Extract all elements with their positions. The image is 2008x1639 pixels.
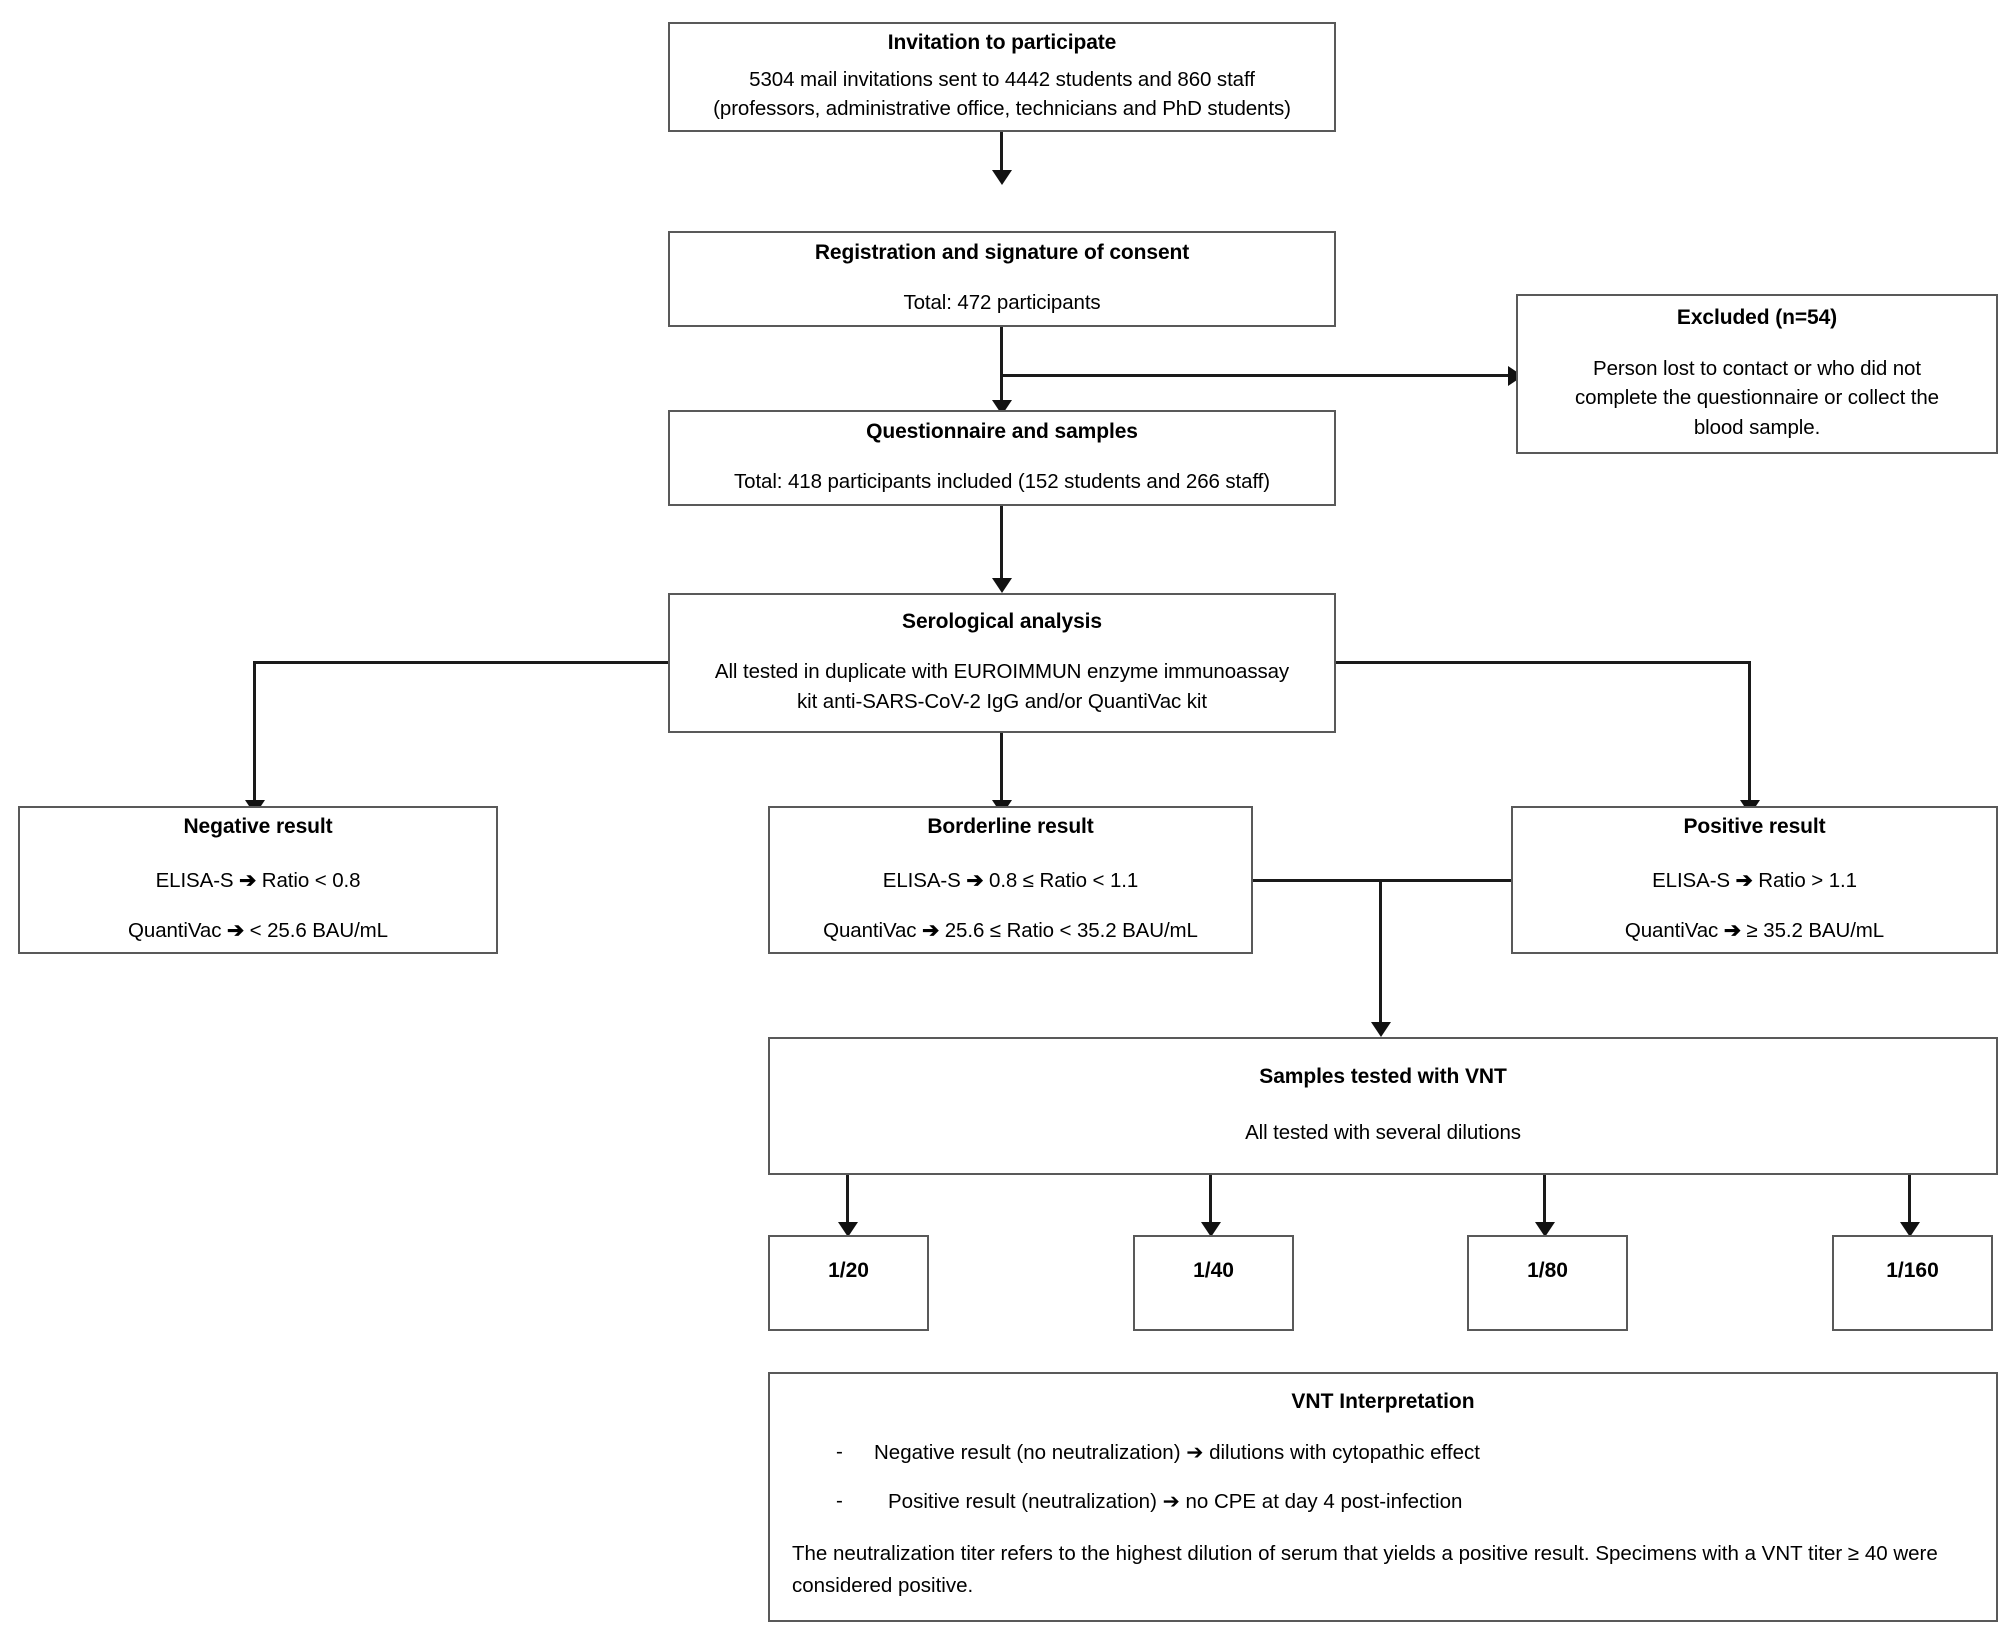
serological-line-1: All tested in duplicate with EUROIMMUN e… — [714, 660, 1290, 684]
negative-criterion-quantivac: QuantiVac ➔ < 25.6 BAU/mL — [128, 916, 388, 946]
right-arrow-icon: ➔ — [966, 869, 984, 893]
dilution-1-40-label: 1/40 — [1193, 1259, 1234, 1282]
negative-elisa-value: Ratio < 0.8 — [261, 869, 361, 893]
interpretation-bullet-positive-text: Positive result (neutralization) ➔ no CP… — [888, 1490, 1463, 1513]
negative-criterion-elisa: ELISA-S ➔ Ratio < 0.8 — [156, 866, 361, 896]
connector-questionnaire-to-serological — [1000, 506, 1003, 588]
connector-serological-to-negative — [253, 661, 256, 809]
connector-registration-to-questionnaire — [1000, 327, 1003, 409]
positive-criterion-quantivac: QuantiVac ➔ ≥ 35.2 BAU/mL — [1625, 916, 1884, 946]
negative-quantivac-label: QuantiVac — [128, 919, 222, 943]
dilution-1-80-label: 1/80 — [1527, 1259, 1568, 1282]
box-serological-analysis: Serological analysis All tested in dupli… — [668, 593, 1336, 733]
box-dilution-1-80: 1/80 — [1467, 1235, 1628, 1331]
connector-vnt-to-dilution-1 — [846, 1175, 849, 1231]
negative-elisa-label: ELISA-S — [155, 869, 234, 893]
positive-elisa-value: Ratio > 1.1 — [1758, 869, 1857, 893]
connector-vnt-to-dilution-3 — [1543, 1175, 1546, 1231]
vnt-title: Samples tested with VNT — [1259, 1065, 1507, 1089]
excluded-line-3: blood sample. — [1693, 415, 1821, 439]
box-negative-result: Negative result ELISA-S ➔ Ratio < 0.8 Qu… — [18, 806, 498, 954]
positive-title: Positive result — [1683, 815, 1826, 838]
invitation-title: Invitation to participate — [887, 31, 1117, 54]
right-arrow-icon: ➔ — [922, 919, 940, 943]
right-arrow-icon: ➔ — [239, 869, 257, 893]
interpretation-bullet-negative: - Negative result (no neutralization) ➔ … — [792, 1440, 1974, 1465]
borderline-elisa-value: 0.8 ≤ Ratio < 1.1 — [989, 869, 1139, 893]
box-invitation-to-participate: Invitation to participate 5304 mail invi… — [668, 22, 1336, 132]
borderline-title: Borderline result — [927, 815, 1094, 838]
positive-elisa-label: ELISA-S — [1652, 869, 1730, 893]
box-dilution-1-20: 1/20 — [768, 1235, 929, 1331]
connector-serological-bus-right — [1333, 661, 1751, 664]
interpretation-paragraph: The neutralization titer refers to the h… — [792, 1542, 1938, 1597]
vnt-line-1: All tested with several dilutions — [1245, 1121, 1521, 1145]
invitation-line-2: (professors, administrative office, tech… — [713, 97, 1291, 121]
dilution-1-160-label: 1/160 — [1886, 1259, 1939, 1282]
negative-quantivac-value: < 25.6 BAU/mL — [249, 919, 388, 943]
serological-title: Serological analysis — [902, 610, 1102, 634]
arrow-vnt-to-dilution-2 — [1201, 1222, 1221, 1237]
interpretation-bullet-positive: - Positive result (neutralization) ➔ no … — [792, 1489, 1974, 1514]
borderline-quantivac-value: 25.6 ≤ Ratio < 35.2 BAU/mL — [944, 919, 1198, 943]
excluded-title: Excluded (n=54) — [1676, 306, 1838, 330]
serological-line-2: kit anti-SARS-CoV-2 IgG and/or QuantiVac… — [797, 690, 1207, 714]
positive-criterion-elisa: ELISA-S ➔ Ratio > 1.1 — [1652, 866, 1857, 896]
box-registration-consent: Registration and signature of consent To… — [668, 231, 1336, 327]
registration-line-1: Total: 472 participants — [903, 291, 1101, 315]
box-positive-result: Positive result ELISA-S ➔ Ratio > 1.1 Qu… — [1511, 806, 1998, 954]
borderline-quantivac-label: QuantiVac — [823, 919, 917, 943]
arrow-vnt-to-dilution-3 — [1535, 1222, 1555, 1237]
bullet-dash-icon: - — [836, 1440, 843, 1463]
box-excluded: Excluded (n=54) Person lost to contact o… — [1516, 294, 1998, 454]
registration-title: Registration and signature of consent — [814, 241, 1190, 265]
box-vnt-interpretation: VNT Interpretation - Negative result (no… — [768, 1372, 1998, 1622]
interpretation-title: VNT Interpretation — [1291, 1390, 1475, 1413]
box-borderline-result: Borderline result ELISA-S ➔ 0.8 ≤ Ratio … — [768, 806, 1253, 954]
right-arrow-icon: ➔ — [1723, 919, 1741, 943]
excluded-line-2: complete the questionnaire or collect th… — [1575, 386, 1939, 410]
box-samples-tested-vnt: Samples tested with VNT All tested with … — [768, 1037, 1998, 1175]
interpretation-bullet-negative-text: Negative result (no neutralization) ➔ di… — [874, 1441, 1480, 1464]
box-dilution-1-160: 1/160 — [1832, 1235, 1993, 1331]
borderline-elisa-label: ELISA-S — [882, 869, 961, 893]
connector-registration-to-excluded — [1000, 374, 1514, 377]
connector-invitation-to-registration — [1000, 132, 1003, 176]
right-arrow-icon: ➔ — [226, 919, 245, 943]
invitation-line-1: 5304 mail invitations sent to 4442 stude… — [749, 67, 1255, 91]
questionnaire-line-1: Total: 418 participants included (152 st… — [734, 470, 1270, 494]
arrow-invitation-to-registration — [992, 170, 1012, 185]
connector-serological-to-borderline — [1000, 733, 1003, 809]
negative-title: Negative result — [183, 815, 333, 838]
questionnaire-title: Questionnaire and samples — [866, 420, 1138, 444]
dilution-1-20-label: 1/20 — [828, 1259, 869, 1282]
positive-quantivac-label: QuantiVac — [1624, 919, 1719, 943]
arrow-questionnaire-to-serological — [992, 578, 1012, 593]
connector-vnt-to-dilution-2 — [1209, 1175, 1212, 1231]
connector-serological-to-positive — [1748, 661, 1751, 809]
connector-vnt-to-dilution-4 — [1908, 1175, 1911, 1231]
connector-serological-bus-left — [253, 661, 671, 664]
positive-quantivac-value: ≥ 35.2 BAU/mL — [1746, 919, 1885, 943]
arrow-vnt-to-dilution-4 — [1900, 1222, 1920, 1237]
borderline-criterion-quantivac: QuantiVac ➔ 25.6 ≤ Ratio < 35.2 BAU/mL — [823, 916, 1198, 946]
right-arrow-icon: ➔ — [1735, 869, 1753, 893]
excluded-line-1: Person lost to contact or who did not — [1593, 356, 1921, 380]
box-dilution-1-40: 1/40 — [1133, 1235, 1294, 1331]
box-questionnaire-samples: Questionnaire and samples Total: 418 par… — [668, 410, 1336, 506]
borderline-criterion-elisa: ELISA-S ➔ 0.8 ≤ Ratio < 1.1 — [883, 866, 1138, 896]
connector-merge-to-vnt — [1379, 879, 1382, 1031]
connector-borderline-positive-merge — [1251, 879, 1513, 882]
bullet-dash-icon: - — [836, 1489, 843, 1512]
arrow-vnt-to-dilution-1 — [838, 1222, 858, 1237]
arrow-merge-to-vnt — [1371, 1022, 1391, 1037]
